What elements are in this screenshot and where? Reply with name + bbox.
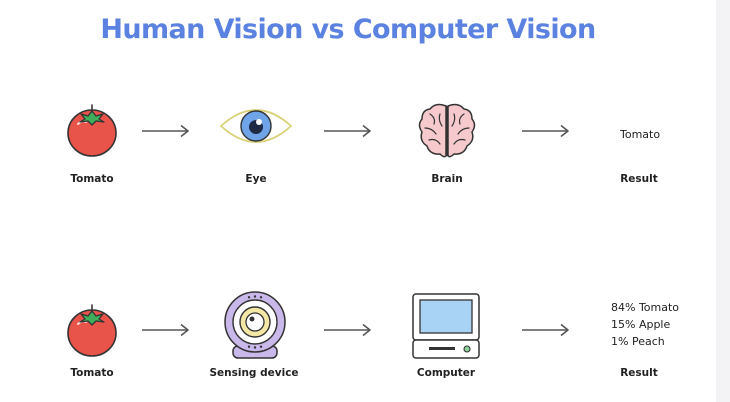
computer-icon <box>412 293 480 359</box>
computer-result-list: 84% Tomato 15% Apple 1% Peach <box>611 299 679 350</box>
tomato-icon <box>67 104 117 157</box>
human-processor-label: Brain <box>431 173 463 185</box>
webcam-icon <box>224 291 286 359</box>
brain-icon <box>418 103 476 158</box>
right-edge-strip <box>716 0 730 402</box>
arrow-right-icon <box>142 124 189 138</box>
arrow-right-icon <box>324 323 371 337</box>
arrow-right-icon <box>522 323 569 337</box>
computer-sensor-label: Sensing device <box>209 367 299 379</box>
computer-result-label: Result <box>620 367 658 379</box>
result-line: 15% Apple <box>611 318 671 331</box>
diagram-title: Human Vision vs Computer Vision <box>100 14 596 45</box>
result-line: Tomato <box>620 128 661 141</box>
result-line: 84% Tomato <box>611 301 680 314</box>
human-result-text: Tomato <box>620 126 660 143</box>
eye-icon <box>219 109 293 143</box>
human-sensor-label: Eye <box>245 173 267 185</box>
computer-processor-label: Computer <box>416 367 476 379</box>
human-input-label: Tomato <box>70 173 114 185</box>
arrow-right-icon <box>324 124 371 138</box>
computer-input-label: Tomato <box>70 367 114 379</box>
result-line: 1% Peach <box>611 335 665 348</box>
arrow-right-icon <box>142 323 189 337</box>
tomato-icon <box>67 304 117 357</box>
human-result-label: Result <box>620 173 658 185</box>
arrow-right-icon <box>522 124 569 138</box>
